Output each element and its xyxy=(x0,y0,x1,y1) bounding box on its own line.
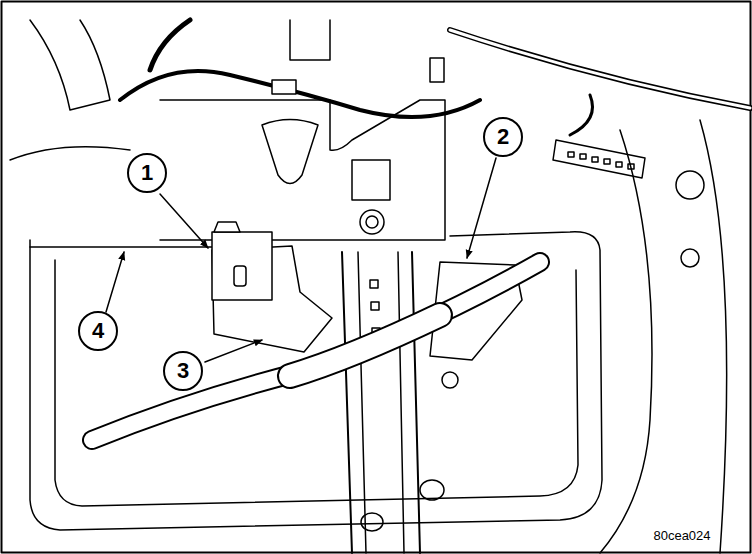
door-structure xyxy=(600,130,652,553)
inner-panel xyxy=(160,100,445,240)
lower-opening xyxy=(30,232,602,530)
panel-hole xyxy=(366,216,378,228)
harness-connector xyxy=(272,80,296,94)
cable-tube xyxy=(92,262,540,440)
door-structure xyxy=(10,147,130,160)
figure-id: 80cea024 xyxy=(651,529,712,543)
harness-connector xyxy=(430,58,444,82)
door-rod xyxy=(450,30,750,108)
leader-arrow xyxy=(205,340,262,362)
bracket-hole xyxy=(442,372,458,388)
cable-sleeve xyxy=(290,315,440,376)
regulator-rail xyxy=(358,252,404,553)
callout-number: 1 xyxy=(127,153,167,193)
leader-arrow xyxy=(467,158,496,258)
clip-slot xyxy=(234,266,246,286)
panel-cutout xyxy=(262,120,318,184)
rail-hole xyxy=(370,280,378,288)
door-hole xyxy=(420,480,444,500)
cable-tube xyxy=(92,262,540,440)
wiring-harness xyxy=(570,95,593,135)
multi-pin-connector xyxy=(553,140,645,178)
door-hole xyxy=(681,249,699,267)
callout-number: 3 xyxy=(163,351,203,391)
cable-sleeve xyxy=(290,315,440,376)
door-structure xyxy=(30,20,110,110)
callout-number: 4 xyxy=(78,311,118,351)
wiring-harness xyxy=(120,71,480,117)
door-rod xyxy=(450,30,750,108)
panel-tab xyxy=(290,20,330,60)
glass-edge xyxy=(30,246,212,248)
wiring-harness xyxy=(150,20,190,70)
leader-arrow xyxy=(106,252,124,312)
regulator-rail xyxy=(342,252,420,553)
rail-hole xyxy=(371,302,379,310)
connector-pins xyxy=(568,152,634,169)
clip-tab xyxy=(214,222,240,232)
glass-clip xyxy=(212,232,272,300)
leader-arrow xyxy=(160,194,208,248)
panel-hole xyxy=(360,210,384,234)
callout-number: 2 xyxy=(483,117,523,157)
door-hole xyxy=(676,171,704,199)
panel-notch xyxy=(352,160,390,200)
lower-opening xyxy=(55,260,578,506)
